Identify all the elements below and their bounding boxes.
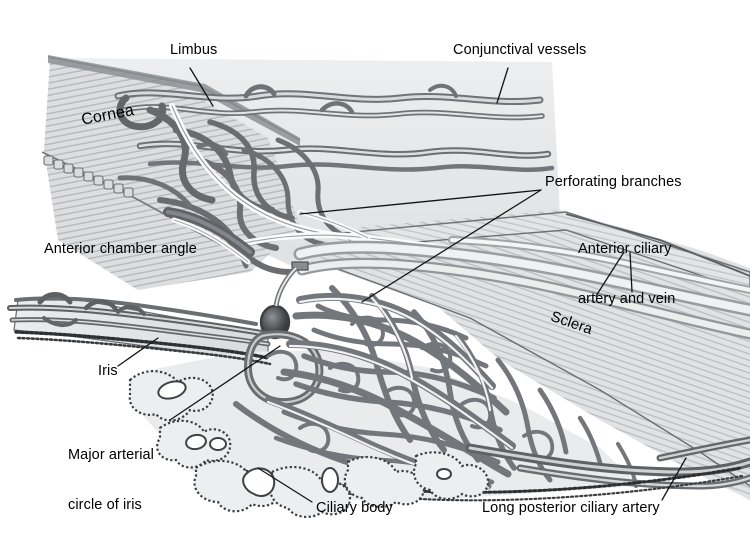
leader-iris <box>117 337 159 367</box>
leader-anterior-ciliary-a <box>595 251 625 297</box>
leader-perforating-branches-b <box>299 189 542 215</box>
label-anterior-ciliary-artery-and-vein: Anterior ciliary artery and vein <box>578 208 675 340</box>
leader-limbus <box>189 67 214 107</box>
schlemms-canal-group <box>259 261 309 340</box>
ciliary-body-field <box>142 350 640 500</box>
cornea-anterior-surface-dark-band <box>48 55 300 146</box>
anterior-ciliary-vessels-group <box>293 236 750 340</box>
label-perforating-branches: Perforating branches <box>545 174 682 190</box>
label-long-posterior-ciliary-artery: Long posterior ciliary artery <box>482 500 660 516</box>
collector-channel-marker <box>291 261 309 271</box>
ciliary-process <box>343 455 426 508</box>
sclera-outer-contour <box>565 213 750 277</box>
iris-vessels-group <box>7 292 272 366</box>
cornea-body <box>44 60 300 290</box>
leader-major-arterial-circle <box>169 345 281 421</box>
label-major-arterial-circle-of-iris: Major arterial circle of iris <box>68 414 154 538</box>
label-limbus: Limbus <box>170 42 218 58</box>
leader-anterior-ciliary-b <box>629 251 633 293</box>
trabecular-outflow-path-highlight <box>275 267 297 307</box>
sclera-inner-contour <box>329 265 750 487</box>
sclera-posterior-wedge <box>430 300 750 500</box>
ciliary-process <box>268 465 352 518</box>
label-anterior-ciliary-line-1: Anterior ciliary <box>578 241 672 258</box>
ciliary-process-lumens <box>157 380 452 498</box>
limbal-vascular-arcade <box>116 94 523 275</box>
label-conjunctival-vessels: Conjunctival vessels <box>453 42 587 58</box>
label-ciliary-body: Ciliary body <box>316 500 393 516</box>
leader-conjunctival-vessels <box>496 67 509 104</box>
leader-lines <box>117 67 687 503</box>
label-major-arterial-circle-line-2: circle of iris <box>68 496 142 513</box>
leader-ciliary-body <box>257 467 313 503</box>
label-anterior-chamber-angle: Anterior chamber angle <box>44 241 197 257</box>
leader-long-posterior-ciliary-artery <box>661 457 687 501</box>
corneal-endothelium-cells <box>43 155 134 198</box>
leader-perforating-branches-a <box>361 189 542 303</box>
label-major-arterial-circle-line-1: Major arterial <box>68 447 155 464</box>
label-anterior-ciliary-line-2: artery and vein <box>578 290 676 307</box>
label-iris: Iris <box>98 363 118 379</box>
iris-pigment-epithelium <box>14 330 270 360</box>
